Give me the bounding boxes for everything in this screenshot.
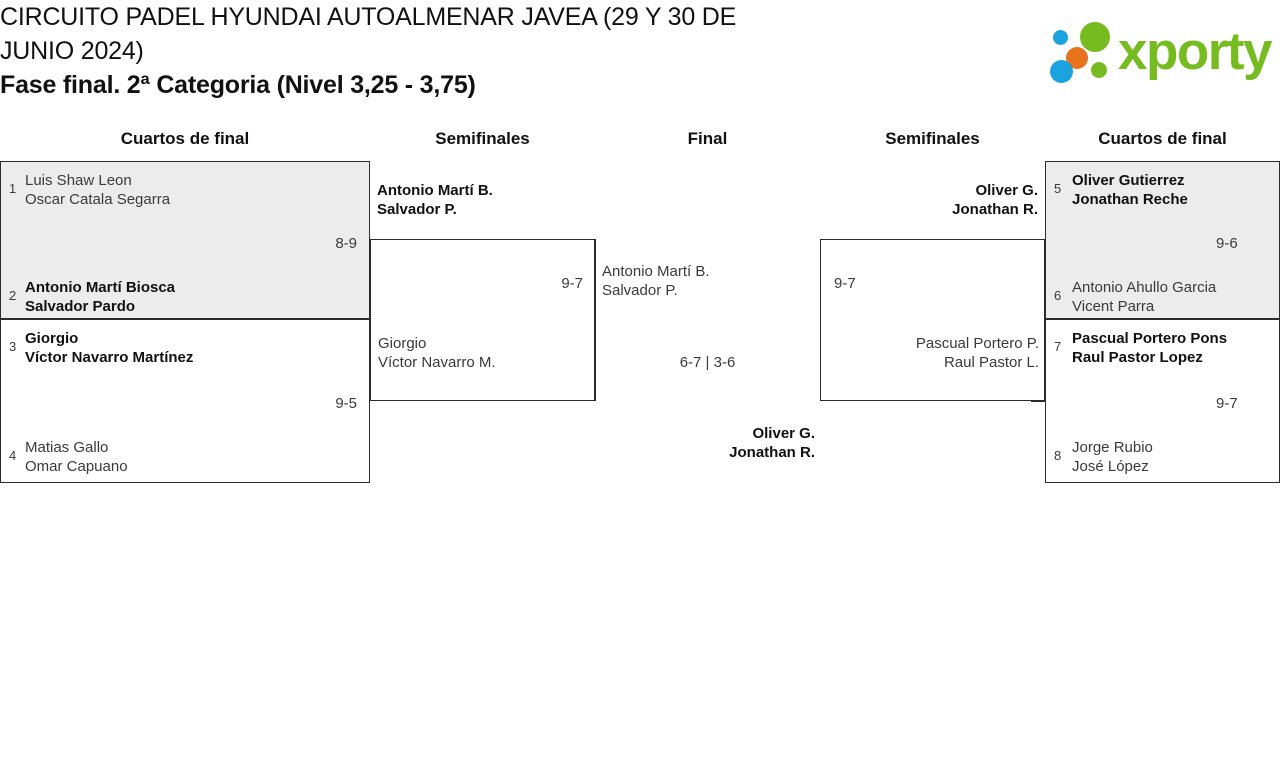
team-name-line-1: Antonio Ahullo Garcia <box>1072 279 1217 296</box>
match-box-left-qf-1[interactable]: 1 Luis Shaw Leon Oscar Catala Segarra 8-… <box>0 161 370 319</box>
seed-number: 5 <box>1054 181 1062 196</box>
match-box-left-qf-2[interactable]: 3 Giorgio Víctor Navarro Martínez 9-5 4 … <box>0 319 370 483</box>
connector-right-qf1-stub <box>1031 239 1045 240</box>
seed-number: 3 <box>9 339 17 354</box>
semifinal-left-bottom-line-2: Víctor Navarro M. <box>378 354 496 371</box>
team-name-line-1: Giorgio <box>25 330 79 347</box>
round-header-left-quarters: Cuartos de final <box>120 129 250 148</box>
logo-dot-orange <box>1066 47 1088 69</box>
match-box-right-semifinal[interactable]: 9-7 Pascual Portero P. Raul Pastor L. <box>820 239 1045 401</box>
match-score: 9-5 <box>335 395 357 412</box>
match-box-left-semifinal[interactable]: 9-7 Giorgio Víctor Navarro M. <box>370 239 595 401</box>
page-header: CIRCUITO PADEL HYUNDAI AUTOALMENAR JAVEA… <box>0 0 1280 110</box>
final-rail-left <box>595 239 596 401</box>
semifinal-left-bottom-line-1: Giorgio <box>378 335 427 352</box>
team-name-line-2: Omar Capuano <box>25 458 128 475</box>
team-name-line-2: Vicent Parra <box>1072 298 1155 315</box>
match-score: 9-7 <box>561 275 583 292</box>
final-left-line-1: Antonio Martí B. <box>602 263 710 280</box>
match-score: 9-6 <box>1216 235 1238 252</box>
semifinal-right-bottom-line-1: Pascual Portero P. <box>915 335 1039 352</box>
round-header-left-semis: Semifinales <box>435 129 530 148</box>
seed-number: 6 <box>1054 288 1062 303</box>
final-left-line-2: Salvador P. <box>602 282 678 299</box>
team-name-line-2: Salvador Pardo <box>25 298 136 315</box>
seed-number: 2 <box>9 288 17 303</box>
team-name-line-1: Luis Shaw Leon <box>25 172 132 189</box>
round-header-final: Final <box>687 129 728 148</box>
tournament-bracket: Cuartos de final Semifinales Final Semif… <box>0 110 1280 510</box>
team-name-line-1: Matias Gallo <box>25 439 109 456</box>
final-score: 6-7 | 3-6 <box>679 354 736 371</box>
logo-wordmark: xporty <box>1118 22 1272 81</box>
team-name-line-2: Raul Pastor Lopez <box>1072 349 1203 366</box>
title-block: CIRCUITO PADEL HYUNDAI AUTOALMENAR JAVEA… <box>0 0 880 102</box>
seed-number: 8 <box>1054 448 1062 463</box>
team-name-line-1: Jorge Rubio <box>1072 439 1153 456</box>
semifinal-right-top-line-1: Oliver G. <box>975 182 1038 199</box>
tournament-title-line-1: CIRCUITO PADEL HYUNDAI AUTOALMENAR JAVEA… <box>0 3 737 31</box>
logo-dot-blue-small <box>1053 30 1068 45</box>
team-name-line-2: Víctor Navarro Martínez <box>25 349 194 366</box>
team-name-line-1: Pascual Portero Pons <box>1072 330 1228 347</box>
team-name-line-2: Oscar Catala Segarra <box>25 191 171 208</box>
match-box-right-qf-1[interactable]: 5 Oliver Gutierrez Jonathan Reche 9-6 6 … <box>1045 161 1280 319</box>
team-name-line-2: José López <box>1072 458 1149 475</box>
final-right-line-1: Oliver G. <box>752 425 815 442</box>
connector-right-qf2-stub <box>1031 401 1045 402</box>
seed-number: 4 <box>9 448 17 463</box>
semifinal-left-top-line-2: Salvador P. <box>377 201 457 218</box>
team-name-line-1: Oliver Gutierrez <box>1072 172 1185 189</box>
final-right-line-2: Jonathan R. <box>729 444 815 461</box>
xporty-logo: xporty <box>1050 20 1276 84</box>
match-score: 9-7 <box>834 275 856 292</box>
semifinal-left-top-line-1: Antonio Martí B. <box>377 182 493 199</box>
round-header-right-quarters: Cuartos de final <box>1098 129 1227 148</box>
match-score: 9-7 <box>1216 395 1238 412</box>
semifinal-right-top-line-2: Jonathan R. <box>952 201 1038 218</box>
logo-dot-green-small <box>1091 62 1107 78</box>
tournament-title-line-2: JUNIO 2024) <box>0 37 144 65</box>
tournament-subtitle: Fase final. 2ª Categoria (Nivel 3,25 - 3… <box>0 71 476 99</box>
logo-dots-icon <box>1050 20 1116 84</box>
match-score: 8-9 <box>335 235 357 252</box>
match-box-right-qf-2[interactable]: 7 Pascual Portero Pons Raul Pastor Lopez… <box>1045 319 1280 483</box>
semifinal-right-bottom-line-2: Raul Pastor L. <box>943 354 1039 371</box>
round-header-right-semis: Semifinales <box>885 129 980 148</box>
team-name-line-2: Jonathan Reche <box>1072 191 1188 208</box>
team-name-line-1: Antonio Martí Biosca <box>25 279 176 296</box>
seed-number: 1 <box>9 181 17 196</box>
logo-dot-blue-large <box>1050 60 1073 83</box>
logo-dot-green-large <box>1080 22 1110 52</box>
seed-number: 7 <box>1054 339 1062 354</box>
